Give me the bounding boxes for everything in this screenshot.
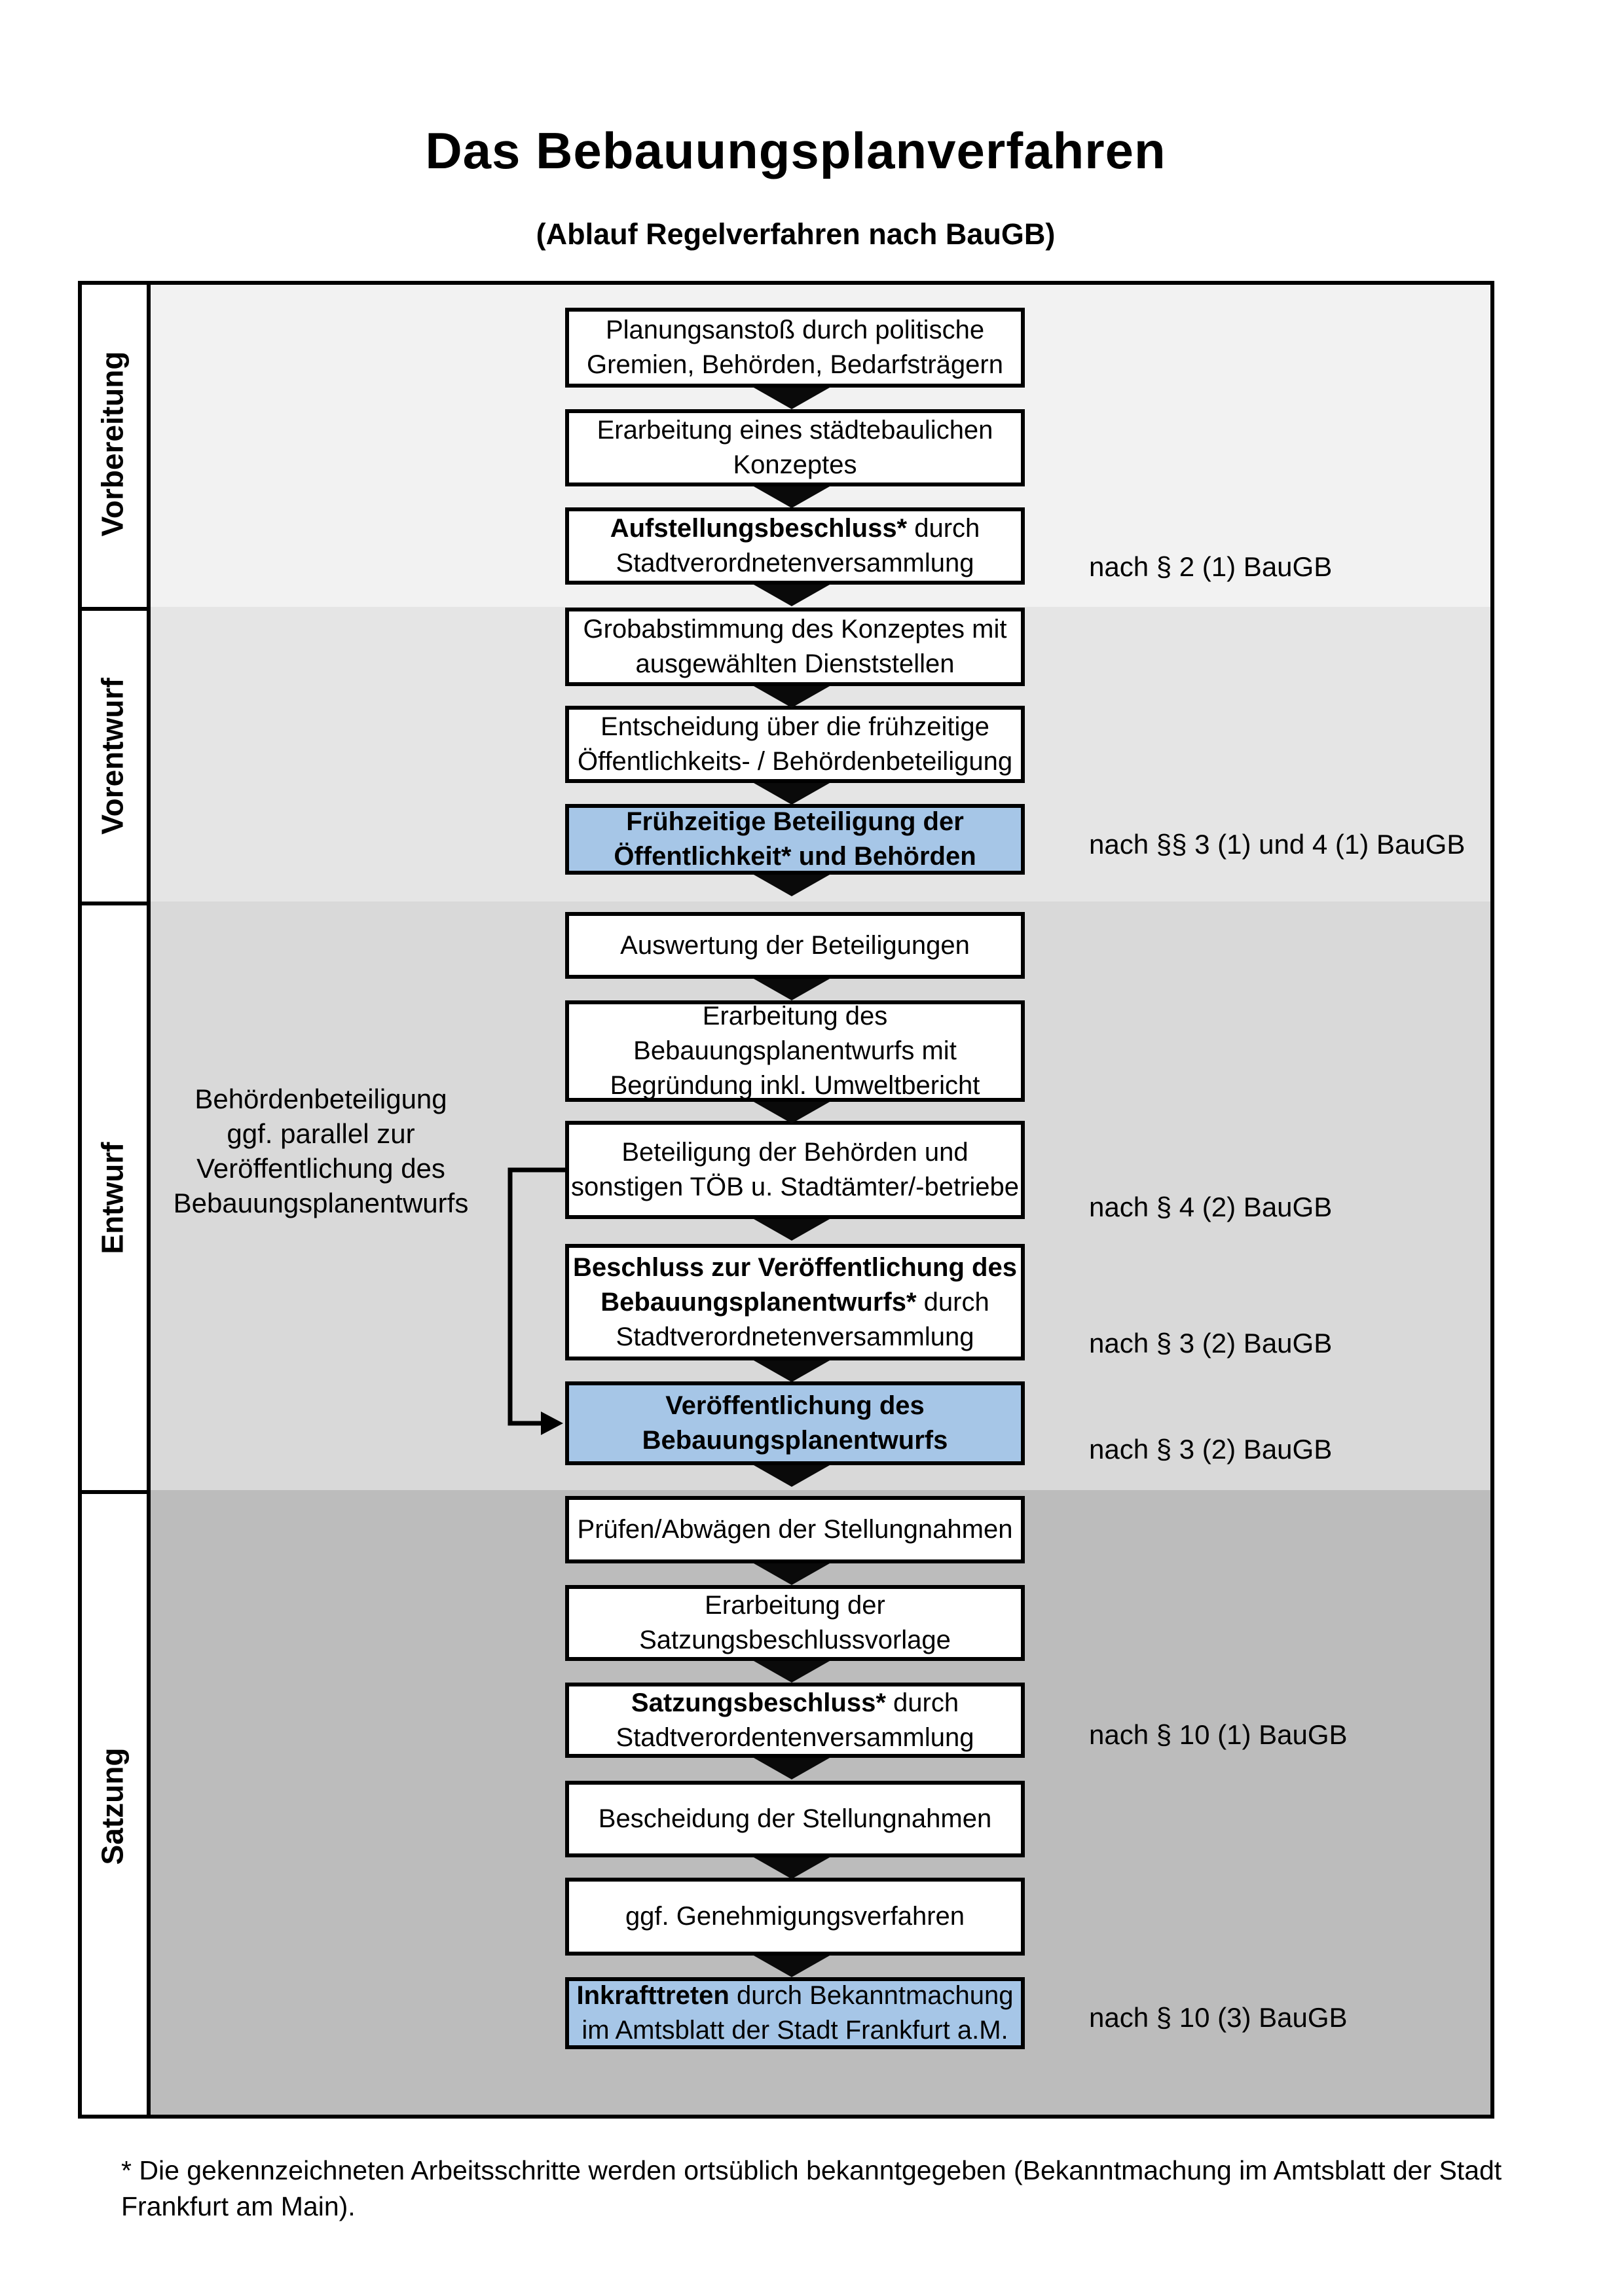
flow-arrow-down xyxy=(754,585,830,606)
footnote: * Die gekennzeichneten Arbeitsschritte w… xyxy=(121,2155,1502,2221)
box-text-line: Gremien, Behörden, Bedarfsträgern xyxy=(587,350,1003,379)
parallel-note-line: Veröffentlichung des xyxy=(196,1153,445,1184)
phase-cell-vorentwurf: Vorentwurf xyxy=(78,607,147,902)
phase-label-entwurf: Entwurf xyxy=(95,1141,130,1254)
flow-arrow-down xyxy=(754,1563,830,1585)
box-text-line: Auswertung der Beteiligungen xyxy=(620,930,970,960)
flow-box-inkrafttreten: Inkrafttreten durch Bekanntmachung im Amt… xyxy=(565,1977,1025,2049)
box-text-line: Bebauungsplanentwurfs* durch xyxy=(600,1287,989,1317)
parallel-note-line: ggf. parallel zur xyxy=(227,1118,415,1149)
phase-cell-satzung: Satzung xyxy=(78,1490,147,2119)
box-text-line: Grobabstimmung des Konzeptes mit xyxy=(583,615,1007,644)
box-text-line: sonstigen TÖB u. Stadtämter/-betriebe xyxy=(570,1173,1020,1201)
box-text-line: Bebauungsplanentwurfs xyxy=(642,1426,948,1455)
box-text-line: Bebauungsplanentwurfs mit xyxy=(633,1036,957,1065)
box-text-line: Öffentlichkeits- / Behördenbeteiligung xyxy=(577,747,1013,776)
box-text-line: ausgewählten Dienststellen xyxy=(635,649,955,678)
box-text-line: Erarbeitung der xyxy=(705,1591,885,1620)
box-text-line: Stadtverordnetenversammlung xyxy=(616,1322,974,1351)
box-text-line: im Amtsblatt der Stadt Frankfurt a.M. xyxy=(581,2016,1008,2045)
box-text-line: Beschluss zur Veröffentlichung des xyxy=(573,1252,1017,1282)
box-text-line: Erarbeitung des xyxy=(702,1002,888,1030)
legal-ref-behoerden-beteiligung: nach § 4 (2) BauGB xyxy=(1089,1192,1333,1222)
box-text-line: Veröffentlichung des xyxy=(665,1391,925,1420)
page-title: Das Bebauungsplanverfahren xyxy=(425,122,1166,179)
flow-arrow-down xyxy=(754,1661,830,1683)
box-text-line: Satzungsbeschlussvorlage xyxy=(639,1626,951,1654)
phase-label-satzung: Satzung xyxy=(95,1747,130,1865)
flow-arrow-down xyxy=(754,1102,830,1123)
flow-arrow-down xyxy=(754,783,830,805)
parallel-note-line: Behördenbeteiligung xyxy=(194,1084,447,1114)
flow-box-grobabstimmung: Grobabstimmung des Konzeptes mit ausgewäh… xyxy=(565,608,1025,686)
sidebar-divider-line xyxy=(147,281,151,2119)
flow-box-genehmigungsverfahren: ggf. Genehmigungsverfahren xyxy=(565,1878,1025,1956)
box-text-line: Planungsanstoß durch politische xyxy=(605,316,985,344)
flow-arrow-down xyxy=(754,979,830,1000)
flow-arrow-down xyxy=(754,1758,830,1779)
box-text-line: Konzeptes xyxy=(733,450,857,479)
parallel-note: Behördenbeteiligung ggf. parallel zur Ve… xyxy=(151,1082,491,1220)
box-text-line: Stadtverordnetenversammlung xyxy=(616,549,974,577)
flow-arrow-down xyxy=(754,388,830,409)
legal-ref-inkrafttreten: nach § 10 (3) BauGB xyxy=(1089,2002,1348,2033)
flow-arrow-down xyxy=(754,1956,830,1977)
flow-box-behoerden-beteiligung: Beteiligung der Behörden und sonstigen TÖ… xyxy=(565,1121,1025,1219)
parallel-note-line: Bebauungsplanentwurfs xyxy=(173,1188,469,1218)
flow-arrow-down xyxy=(754,875,830,896)
box-text-line: Entscheidung über die frühzeitige xyxy=(600,712,989,741)
flow-arrow-down xyxy=(754,1857,830,1879)
flow-arrow-down xyxy=(754,686,830,708)
box-text-line: Erarbeitung eines städtebaulichen xyxy=(597,416,993,445)
legal-ref-aufstellungsbeschluss: nach § 2 (1) BauGB xyxy=(1089,551,1333,582)
phase-cell-vorbereitung: Vorbereitung xyxy=(78,281,147,607)
box-text-line: Frühzeitige Beteiligung der xyxy=(626,807,964,836)
legal-ref-veroeffentlichungs-beschluss: nach § 3 (2) BauGB xyxy=(1089,1328,1333,1358)
box-text-line: Prüfen/Abwägen der Stellungnahmen xyxy=(577,1515,1013,1544)
flow-arrow-down xyxy=(754,1465,830,1487)
phase-cell-entwurf: Entwurf xyxy=(78,902,147,1490)
legal-ref-fruehzeitige-beteiligung: nach §§ 3 (1) und 4 (1) BauGB xyxy=(1089,829,1466,860)
flow-arrow-down xyxy=(754,1360,830,1382)
phase-label-vorbereitung: Vorbereitung xyxy=(95,351,130,537)
legal-ref-satzungsbeschluss: nach § 10 (1) BauGB xyxy=(1089,1719,1348,1750)
page-subtitle: (Ablauf Regelverfahren nach BauGB) xyxy=(536,217,1056,251)
flow-box-pruefen-abwaegen: Prüfen/Abwägen der Stellungnahmen xyxy=(565,1496,1025,1563)
box-text-line: Satzungsbeschluss* durch xyxy=(631,1688,959,1717)
box-text-line: Aufstellungsbeschluss* durch xyxy=(610,514,980,543)
box-text-line: Stadtverordentenversammlung xyxy=(616,1722,974,1752)
box-text-line: Inkrafttreten durch Bekanntmachung xyxy=(576,1981,1014,2010)
flow-box-bescheidung: Bescheidung der Stellungnahmen xyxy=(565,1781,1025,1857)
flow-arrow-down xyxy=(754,1219,830,1241)
box-text-line: Beteiligung der Behörden und xyxy=(621,1138,969,1167)
phase-label-vorentwurf: Vorentwurf xyxy=(95,678,130,835)
flow-arrow-down xyxy=(754,486,830,508)
box-text-line: Begründung inkl. Umweltbericht xyxy=(610,1071,980,1100)
box-text-line: ggf. Genehmigungsverfahren xyxy=(625,1902,965,1931)
legal-ref-veroeffentlichung: nach § 3 (2) BauGB xyxy=(1089,1434,1333,1465)
flow-box-auswertung: Auswertung der Beteiligungen xyxy=(565,912,1025,979)
box-text-line: Öffentlichkeit* und Behörden xyxy=(614,842,976,871)
box-text-line: Bescheidung der Stellungnahmen xyxy=(598,1804,992,1833)
